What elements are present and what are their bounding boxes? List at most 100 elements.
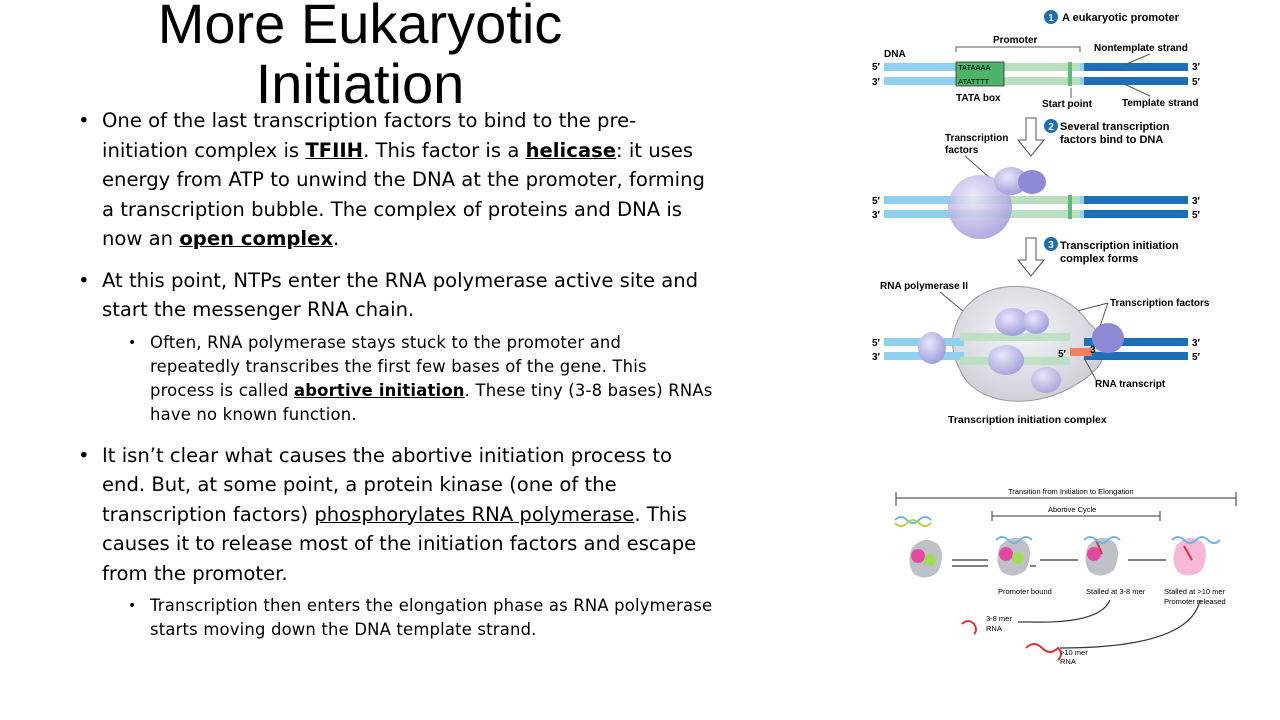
step-2-caption-text: Several transcription — [1060, 121, 1170, 133]
tf-protein-large — [948, 175, 1012, 239]
tata-top-sequence: TATAAAA — [958, 63, 991, 72]
polymerase-state-1 — [909, 539, 942, 578]
tf-protein-small — [1018, 170, 1046, 194]
dna-wave — [1083, 536, 1121, 544]
rna-transcript — [1070, 348, 1092, 356]
factor-blob — [999, 547, 1013, 561]
step-1-caption: A eukaryotic promoter — [1062, 12, 1180, 24]
tf-pointer — [964, 155, 991, 179]
tf-protein — [995, 308, 1029, 336]
step-1-number-icon — [1044, 10, 1058, 24]
rna-strand — [1183, 545, 1193, 561]
five-prime-label: 5′ — [1192, 352, 1201, 363]
rnapol-label: RNA polymerase II — [880, 281, 968, 292]
step-3-number: 3 — [1048, 240, 1054, 251]
step-3-caption: Transcription initiation complex forms — [1060, 240, 1182, 265]
three-prime-label: 3′ — [872, 352, 881, 363]
bullet-text-run: . This causes it to release most of the … — [102, 502, 697, 585]
dna-wave — [1171, 536, 1221, 544]
abortive-cycle-figure: Transition from Initiation to Elongation… — [894, 487, 1237, 666]
bullet-text-run: . — [333, 227, 340, 250]
dna-wave — [894, 516, 932, 524]
mer10-label: >10 mer — [1060, 648, 1088, 657]
tf-right-label: Transcription factors — [1110, 298, 1210, 309]
tata-bottom-sequence: ATATTTT — [958, 77, 990, 86]
rna-transcript-label: RNA transcript — [1095, 379, 1166, 390]
polymerase-state-2 — [995, 536, 1033, 576]
nontemplate-label: Nontemplate strand — [1094, 43, 1188, 54]
rnapol-body — [952, 285, 1105, 402]
dna-strand-bottom-gene — [1084, 352, 1188, 360]
five-prime-label: 5′ — [872, 62, 881, 73]
promoter-figure: 1 A eukaryotic promoter DNA Promoter Non… — [872, 10, 1210, 426]
five-prime-label: 5′ — [1192, 210, 1201, 221]
transition-label: Transition from Initiation to Elongation — [1008, 487, 1134, 496]
dna-label: DNA — [884, 49, 906, 60]
promoter-bound-label: Promoter bound — [998, 587, 1052, 596]
bullet-text-run: : it uses energy from ATP to unwind the … — [102, 138, 705, 251]
stalled-3-label: Stalled at 3-8 mer — [1086, 587, 1146, 596]
five-prime-label: 5′ — [1192, 77, 1201, 88]
tf-protein — [988, 345, 1024, 375]
three-prime-label: 3′ — [1192, 62, 1201, 73]
step-2-caption: Several transcription factors bind to DN… — [1060, 121, 1173, 146]
tf-protein — [1092, 323, 1124, 353]
emphasized-term: helicase — [525, 138, 617, 162]
long-rna-icon — [1025, 643, 1062, 661]
template-strand-gene — [1084, 77, 1188, 85]
promoter-label: Promoter — [993, 35, 1038, 46]
promoter-released-label: Promoter released — [1164, 597, 1226, 606]
tf-protein — [1023, 310, 1049, 334]
down-arrow-icon — [1016, 237, 1046, 277]
sub-bullet-item: Often, RNA polymerase stays stuck to the… — [76, 331, 716, 427]
nontemplate-strand-pointer — [1123, 53, 1151, 66]
mer38-label: 3-8 mer — [986, 614, 1012, 623]
nontemplate-strand-gene — [1084, 63, 1188, 71]
nontemplate-strand-promoter — [956, 63, 1080, 71]
stalled-10-label: Stalled at >10 mer — [1164, 587, 1226, 596]
five-prime-label: 5′ — [872, 196, 881, 207]
tata-box — [955, 61, 1005, 87]
bullet-text-run: Transcription then enters the elongation… — [150, 596, 713, 639]
three-prime-label: 3′ — [872, 210, 881, 221]
rna-transcript-pointer — [1083, 357, 1097, 381]
dna-strand-top-promoter — [960, 333, 1070, 341]
step-3-number-icon — [1044, 237, 1058, 251]
bullet-text-run: Often, RNA polymerase stays stuck to the… — [150, 332, 647, 400]
tf-protein-small — [994, 167, 1028, 195]
start-point-label: Start point — [1042, 99, 1093, 110]
factor-blob — [924, 554, 936, 566]
tf-right-pointer — [1099, 302, 1109, 327]
dna-strand-top-gene — [1084, 338, 1188, 346]
promoter-bracket — [955, 46, 1081, 52]
rnapol-pointer — [939, 291, 965, 313]
factor-blob — [1012, 552, 1024, 564]
emphasized-term: TFIIH — [305, 138, 364, 162]
bullet-item: One of the last transcription factors to… — [76, 106, 716, 254]
five-prime-label: 5′ — [872, 338, 881, 349]
tf-protein — [1031, 367, 1061, 393]
complex-label: Transcription initiation complex — [948, 414, 1107, 426]
bullet-text-run: At this point, NTPs enter the RNA polyme… — [102, 268, 699, 322]
rna-label: RNA — [986, 624, 1002, 633]
emphasized-term: open complex — [179, 227, 334, 250]
tf-protein — [918, 332, 946, 364]
bullet-text-run: . This factor is a — [363, 138, 526, 162]
dna-strand-bottom-gene — [1084, 210, 1188, 218]
template-label: Template strand — [1122, 98, 1199, 109]
three-prime-label: 3′ — [1192, 338, 1201, 349]
factor-blob — [911, 549, 925, 563]
polymerase-state-4 — [1171, 536, 1221, 576]
step-1-number: 1 — [1048, 13, 1054, 24]
rna-five-prime: 5′ — [1058, 349, 1067, 360]
dna-strand-bottom-promoter — [956, 210, 1080, 218]
rna-strand — [1095, 539, 1103, 555]
factor-blob — [1087, 547, 1101, 561]
rna-label: RNA — [1060, 657, 1076, 666]
abortive-label: Abortive Cycle — [1048, 505, 1096, 514]
emphasized-term: abortive initiation — [293, 380, 465, 400]
down-arrow-icon — [1016, 117, 1046, 157]
start-point-mark — [1068, 62, 1072, 86]
dna-strand-top-gene — [1084, 196, 1188, 204]
